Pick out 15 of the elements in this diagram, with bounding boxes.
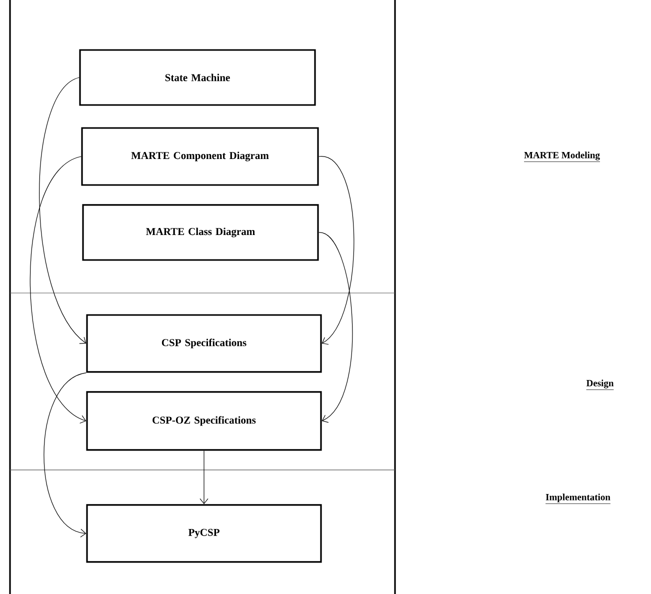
arrow: [30, 156, 86, 424]
arrow: [44, 372, 86, 538]
process-box: State Machine: [79, 49, 316, 106]
process-box: CSP Specifications: [86, 314, 322, 373]
arrow: [318, 156, 354, 345]
section-label: Implementation: [545, 494, 611, 504]
section-label: Design: [586, 380, 614, 390]
arrow: [318, 232, 353, 423]
process-box: MARTE Component Diagram: [81, 127, 319, 186]
arrow: [39, 77, 86, 344]
section-label: MARTE Modeling: [524, 152, 600, 162]
process-box: MARTE Class Diagram: [82, 204, 319, 261]
arrow: [200, 450, 208, 504]
process-box: CSP-OZ Specifications: [86, 391, 322, 451]
process-box: PyCSP: [86, 504, 322, 563]
